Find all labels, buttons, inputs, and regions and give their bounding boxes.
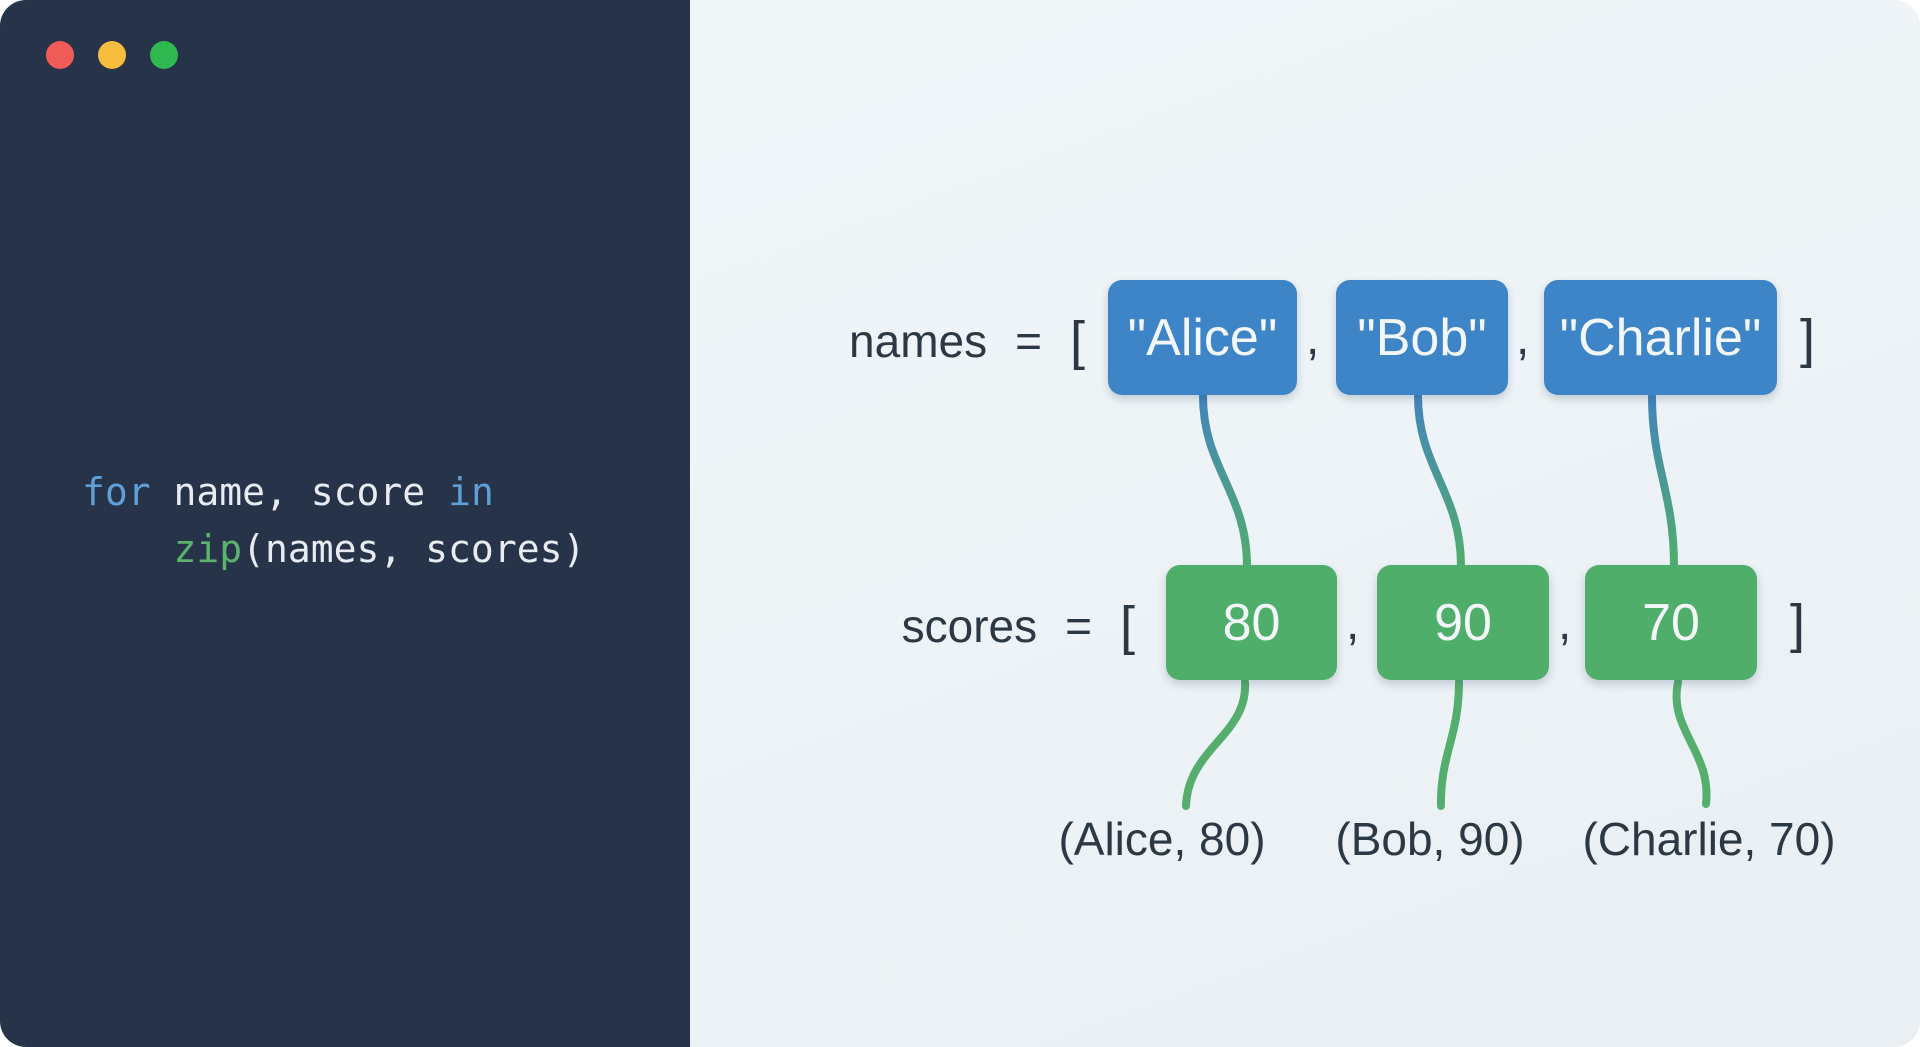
- window-close-button[interactable]: [46, 41, 74, 69]
- scores-comma-1: ,: [1346, 597, 1360, 650]
- pair-bob-90: (Bob, 90): [1335, 813, 1525, 865]
- keyword-for: for: [82, 470, 151, 514]
- name-value-bob: "Bob": [1357, 308, 1487, 367]
- names-list-label: names = [: [849, 314, 1085, 368]
- name-value-charlie: "Charlie": [1559, 308, 1762, 367]
- names-comma-1: ,: [1306, 312, 1320, 365]
- scores-open-bracket: [: [1119, 596, 1135, 656]
- pair-alice-80: (Alice, 80): [1058, 813, 1266, 865]
- names-close-bracket: ]: [1800, 309, 1816, 369]
- score-box-70: 70: [1585, 565, 1757, 680]
- names-open-bracket: [: [1069, 311, 1085, 371]
- score-box-80: 80: [1166, 565, 1337, 680]
- score-value-80: 80: [1222, 593, 1281, 652]
- code-editor-panel: for name, score in zip(names, scores): [0, 0, 690, 1047]
- connector-80-to-pair1: [1182, 678, 1250, 810]
- keyword-in: in: [448, 470, 494, 514]
- pair-charlie-70: (Charlie, 70): [1582, 813, 1836, 865]
- connector-bob-to-90: [1414, 392, 1465, 570]
- connector-70-to-pair3: [1672, 678, 1711, 808]
- scores-close-bracket: ]: [1790, 594, 1806, 654]
- scores-equals-sign: =: [1065, 600, 1092, 652]
- names-comma-2: ,: [1516, 312, 1530, 365]
- score-value-70: 70: [1642, 593, 1700, 652]
- connector-90-to-pair2: [1436, 678, 1463, 810]
- connector-charlie-to-70: [1648, 392, 1678, 570]
- code-line-1: for name, score in: [82, 464, 585, 521]
- builtin-zip: zip: [173, 527, 243, 571]
- scores-label-text: scores: [901, 600, 1038, 652]
- loop-variables: name, score: [150, 470, 449, 514]
- zip-arguments: (names, scores): [242, 527, 586, 571]
- connector-alice-to-80: [1199, 392, 1251, 570]
- name-box-alice: "Alice": [1108, 280, 1297, 395]
- scores-list-label: scores = [: [902, 599, 1135, 653]
- window-controls: [46, 41, 178, 69]
- name-box-bob: "Bob": [1336, 280, 1508, 395]
- names-equals-sign: =: [1015, 315, 1042, 367]
- score-value-90: 90: [1434, 593, 1492, 652]
- scores-comma-2: ,: [1558, 597, 1572, 650]
- code-snippet: for name, score in zip(names, scores): [82, 464, 585, 578]
- name-box-charlie: "Charlie": [1544, 280, 1777, 395]
- code-line-2: zip(names, scores): [82, 521, 586, 578]
- window-maximize-button[interactable]: [150, 41, 178, 69]
- names-label-text: names: [849, 315, 988, 367]
- score-box-90: 90: [1377, 565, 1549, 680]
- name-value-alice: "Alice": [1127, 308, 1278, 367]
- window-minimize-button[interactable]: [98, 41, 126, 69]
